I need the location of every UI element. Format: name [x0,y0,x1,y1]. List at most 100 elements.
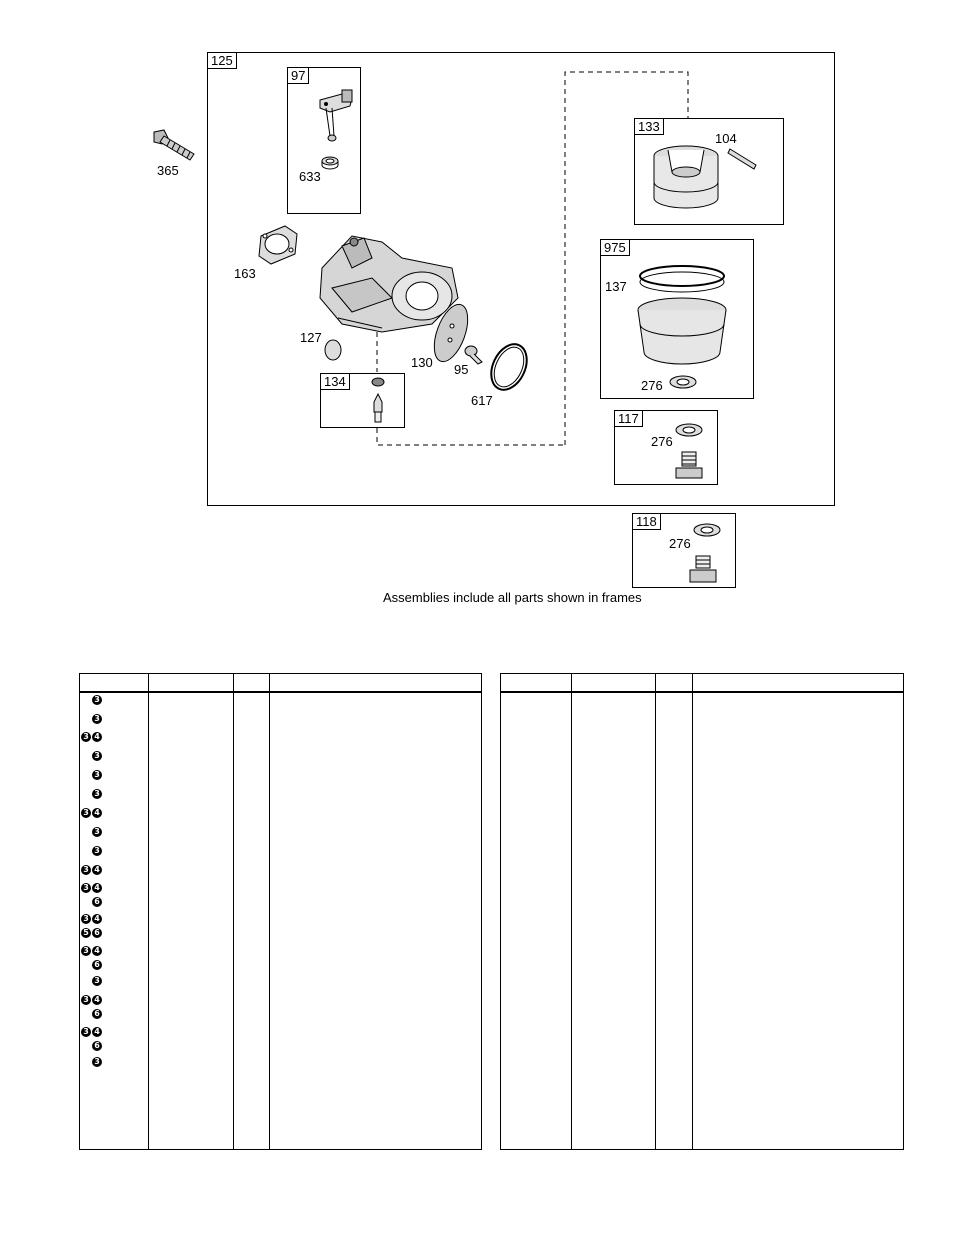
footnote-marker-icon: 3 [81,914,91,924]
plug-117-icon [675,451,703,479]
oring-617-icon [490,343,528,391]
footnote-marker-icon: 6 [92,1009,102,1019]
needle-134-icon [371,377,385,423]
footnote-marker-row: 3 [80,789,102,799]
bowl-975-icon [637,265,727,365]
footnote-marker-icon: 4 [92,914,102,924]
footnote-marker-icon: 4 [92,865,102,875]
pin-104-icon [727,148,757,170]
footnote-marker-icon: 3 [81,995,91,1005]
footnote-marker-icon: 3 [81,1027,91,1037]
footnote-marker-icon: 6 [92,1041,102,1051]
plug-118-icon [689,555,717,583]
table-column-divider [269,674,270,1149]
footnote-marker-icon: 3 [92,751,102,761]
footnote-marker-icon: 3 [92,976,102,986]
footnote-marker-icon: 3 [92,770,102,780]
frame-label-118: 118 [633,514,661,530]
assembly-frame-975: 975 [600,239,754,399]
footnote-marker-icon: 6 [92,928,102,938]
table-column-divider [692,674,693,1149]
frame-label-125: 125 [208,53,237,69]
footnote-marker-icon: 4 [92,946,102,956]
assembly-frame-133: 133 [634,118,784,225]
footnote-marker-row: 3 [80,846,102,856]
part-label-276b: 276 [651,434,673,449]
frame-label-975: 975 [601,240,630,256]
assembly-frame-97: 97 [287,67,361,214]
footnote-marker-icon: 4 [92,1027,102,1037]
washer-276a-icon [669,375,697,389]
assembly-frame-118: 118 [632,513,736,588]
parts-table-right [500,673,904,1150]
frame-label-117: 117 [615,411,643,427]
footnote-marker-icon: 3 [81,946,91,956]
float-133-icon [653,145,719,209]
assembly-frame-134: 134 [320,373,405,428]
footnote-marker-row: 3 [80,714,102,724]
dashed-connector-bowl [376,71,689,446]
footnote-marker-row: 6 [80,1009,102,1019]
table-header-divider [80,691,481,693]
screw-95-icon [464,345,483,365]
footnote-marker-icon: 3 [92,714,102,724]
footnote-marker-icon: 6 [92,960,102,970]
footnote-marker-row: 6 [80,897,102,907]
part-label-633: 633 [299,169,321,184]
plug-127-icon [324,339,342,361]
footnote-marker-row: 3 [80,976,102,986]
footnote-marker-icon: 3 [92,827,102,837]
part-label-127: 127 [300,330,322,345]
part-label-95: 95 [454,362,469,377]
footnote-marker-icon: 3 [81,732,91,742]
washer-276b-icon [675,423,703,437]
table-column-divider [148,674,149,1149]
plate-130-icon [433,303,469,363]
footnote-marker-icon: 3 [92,846,102,856]
part-label-163: 163 [234,266,256,281]
footnote-marker-row: 6 [80,960,102,970]
footnote-marker-icon: 3 [92,1057,102,1067]
part-label-617: 617 [471,393,493,408]
footnote-marker-row: 3 [80,1057,102,1067]
frame-label-97: 97 [288,68,310,84]
footnote-marker-row: 3 [80,695,102,705]
footnote-marker-row: 3 [80,770,102,780]
footnote-marker-icon: 5 [81,928,91,938]
assembly-frame-117: 117 [614,410,718,485]
table-column-divider [571,674,572,1149]
footnote-marker-icon: 3 [92,789,102,799]
footnote-marker-icon: 3 [81,865,91,875]
gasket-163-icon [258,225,298,265]
footnote-marker-icon: 4 [92,995,102,1005]
seal-633-icon [321,156,339,170]
footnote-marker-icon: 3 [92,695,102,705]
part-label-130: 130 [411,355,433,370]
footnote-marker-icon: 4 [92,808,102,818]
diagram-caption: Assemblies include all parts shown in fr… [383,590,642,605]
assembly-frame-125: 125 [207,52,835,506]
frame-label-134: 134 [321,374,350,390]
frame-label-133: 133 [635,119,664,135]
part-label-137: 137 [605,279,627,294]
footnote-marker-row: 3 [80,827,102,837]
part-label-365: 365 [157,163,179,178]
footnote-marker-icon: 3 [81,883,91,893]
footnote-marker-icon: 3 [81,808,91,818]
footnote-marker-row: 3 [80,751,102,761]
part-label-276a: 276 [641,378,663,393]
part-label-104: 104 [715,131,737,146]
bolt-365-icon [153,129,195,161]
carburetor-body-icon [319,235,459,333]
footnote-marker-row: 6 [80,1041,102,1051]
